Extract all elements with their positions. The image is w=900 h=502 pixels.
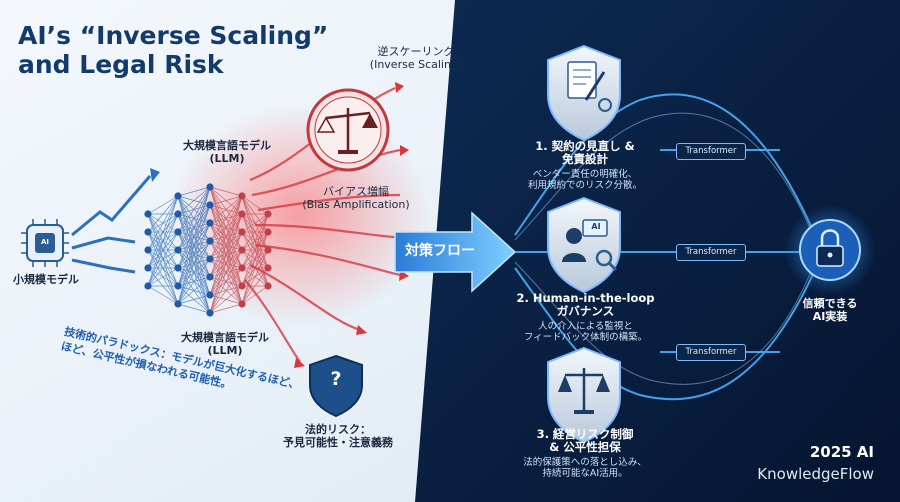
- network-node: [206, 237, 214, 245]
- network-node: [238, 282, 246, 290]
- transformer-box-3: Transformer: [676, 344, 746, 361]
- llm-bottom-en: (LLM): [207, 343, 243, 357]
- llm-top-jp: 大規模言語モデル: [183, 139, 271, 152]
- page-title: AI’s “Inverse Scaling” and Legal Risk: [18, 21, 329, 79]
- step-2-title: 2. Human-in-the-loop ガバナンス: [516, 291, 655, 319]
- network-node: [206, 273, 214, 281]
- llm-bottom-jp: 大規模言語モデル: [181, 331, 269, 344]
- network-node: [144, 246, 152, 254]
- inverse-scaling-en: (Inverse Scaling): [369, 57, 463, 71]
- step-1-desc: ベンダー責任の明確化、 利用規約でのリスク分散。: [527, 169, 642, 192]
- step-3-title: 3. 経営リスク制御 & 公平性担保: [536, 427, 634, 455]
- llm-top-label: 大規模言語モデル (LLM): [162, 139, 292, 165]
- legal-risk-shield-icon: [309, 354, 363, 418]
- transformer-box-1: Transformer: [676, 143, 746, 160]
- llm-bottom-label: 大規模言語モデル (LLM): [160, 331, 290, 357]
- brand-name: KnowledgeFlow: [757, 465, 874, 483]
- transformer-box-2: Transformer: [676, 244, 746, 261]
- bias-scale-icon: [306, 88, 390, 172]
- network-node: [264, 264, 272, 272]
- step-3: 3. 経営リスク制御 & 公平性担保 法的保護策への落とし込み、 持続可能なAI…: [505, 427, 665, 480]
- small-model-chip-icon: [21, 219, 69, 267]
- trusted-lock-icon: [784, 204, 876, 296]
- legal-risk-line1: 法的リスク：: [305, 423, 371, 436]
- step-3-desc: 法的保護策への落とし込み、 持続可能なAI活用。: [523, 457, 647, 480]
- llm-network-icon: [144, 183, 272, 317]
- flow-label: 対策フロー: [405, 243, 475, 259]
- network-node: [206, 255, 214, 263]
- small-model-label: 小規模モデル: [13, 273, 79, 286]
- bias-en: (Bias Amplification): [302, 197, 410, 211]
- legal-risk-line2: 予見可能性・注意義務: [283, 435, 393, 449]
- goal-label: 信頼できる AI実装: [802, 297, 858, 323]
- network-node: [238, 192, 246, 200]
- legal-risk-label: 法的リスク： 予見可能性・注意義務: [276, 423, 400, 449]
- question-mark: ?: [330, 368, 342, 390]
- brand-year: 2025 AI: [809, 443, 874, 461]
- network-node: [144, 228, 152, 236]
- growth-arrows: [71, 175, 152, 274]
- network-node: [206, 219, 214, 227]
- bias-jp: バイアス増幅: [323, 185, 389, 198]
- network-node: [264, 246, 272, 254]
- step-2-desc: 人の介入による監視と フィードバック体制の構築。: [523, 321, 648, 344]
- network-node: [174, 282, 182, 290]
- chip-label: AI: [40, 238, 50, 246]
- flow-arrow: [394, 211, 517, 293]
- inverse-scaling-jp: 逆スケーリング: [377, 45, 455, 58]
- step-1: 1. 契約の見直し & 免責設計 ベンダー責任の明確化、 利用規約でのリスク分散…: [505, 139, 665, 192]
- inverse-scaling-label: 逆スケーリング (Inverse Scaling): [366, 45, 466, 71]
- network-node: [174, 192, 182, 200]
- network-node: [144, 264, 152, 272]
- network-node: [238, 300, 246, 308]
- network-node: [174, 210, 182, 218]
- step-shields: [547, 44, 621, 444]
- bias-streaks: [244, 87, 406, 363]
- network-node: [206, 183, 214, 191]
- network-node: [206, 201, 214, 209]
- bias-label: バイアス増幅 (Bias Amplification): [296, 185, 416, 211]
- network-node: [206, 309, 214, 317]
- network-node: [264, 228, 272, 236]
- network-node: [174, 264, 182, 272]
- network-node: [238, 210, 246, 218]
- network-node: [238, 264, 246, 272]
- network-node: [206, 291, 214, 299]
- network-node: [174, 228, 182, 236]
- step-2: 2. Human-in-the-loop ガバナンス 人の介入による監視と フィ…: [498, 291, 673, 344]
- llm-top-en: (LLM): [209, 151, 245, 165]
- network-node: [264, 282, 272, 290]
- step-1-title: 1. 契約の見直し & 免責設計: [535, 139, 635, 167]
- network-node: [174, 246, 182, 254]
- network-node: [174, 300, 182, 308]
- step-2-badge: AI: [591, 222, 601, 231]
- network-node: [144, 282, 152, 290]
- network-node: [238, 228, 246, 236]
- network-node: [264, 210, 272, 218]
- network-node: [144, 210, 152, 218]
- network-node: [238, 246, 246, 254]
